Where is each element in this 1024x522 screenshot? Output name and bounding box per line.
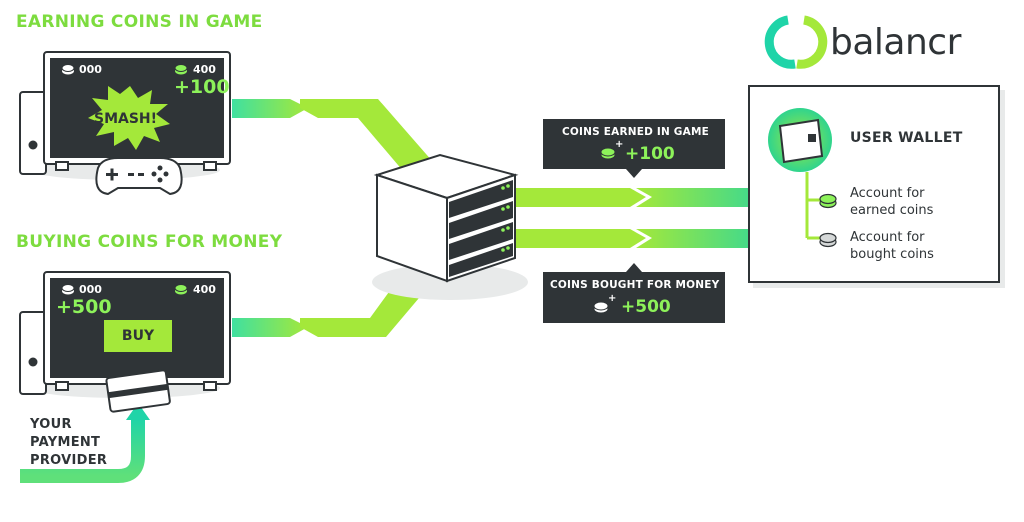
provider-line-1: YOUR	[30, 417, 72, 432]
smash-burst	[88, 86, 170, 150]
account-earned-label: Account for earned coins	[850, 185, 933, 219]
balancr-logo-icon	[764, 15, 828, 69]
earning-console	[19, 51, 231, 196]
account-bought-line-2: bought coins	[850, 247, 934, 262]
earning-section-title: EARNING COINS IN GAME	[16, 12, 263, 32]
gamepad-icon	[95, 157, 183, 196]
earning-right-count: 400	[193, 63, 216, 76]
credit-card-icon	[105, 369, 171, 413]
buy-button[interactable]: BUY	[121, 328, 155, 344]
coins-earned-label: COINS EARNED IN GAME	[562, 126, 709, 138]
earned-coin-icon	[819, 193, 837, 209]
flow-earned-to-server	[232, 99, 440, 185]
buy-button-shape	[104, 320, 172, 352]
coins-earned-box: +	[543, 119, 725, 178]
svg-text:+: +	[608, 293, 616, 304]
bought-coin-icon	[819, 232, 837, 248]
earning-bonus: +100	[174, 76, 230, 98]
account-bought-label: Account for bought coins	[850, 229, 934, 263]
coins-earned-value: +100	[625, 144, 675, 164]
svg-text:+: +	[615, 139, 623, 150]
account-earned-line-1: Account for	[850, 186, 925, 201]
wallet-icon	[778, 118, 824, 164]
earning-left-count: 000	[79, 63, 102, 76]
smash-label: SMASH!	[94, 111, 158, 127]
user-wallet-panel	[748, 85, 1005, 288]
coins-bought-label: COINS BOUGHT FOR MONEY	[550, 279, 720, 291]
buying-console	[19, 271, 231, 413]
buying-right-count: 400	[193, 283, 216, 296]
coins-bought-value: +500	[621, 297, 671, 317]
buying-section-title: BUYING COINS FOR MONEY	[16, 232, 283, 252]
buying-bonus: +500	[56, 296, 112, 318]
provider-line-3: PROVIDER	[30, 453, 108, 468]
coins-bought-box: +	[543, 263, 725, 323]
flow-provider-to-card	[20, 403, 150, 483]
wallet-title: USER WALLET	[850, 130, 963, 146]
account-bought-line-1: Account for	[850, 230, 925, 245]
payment-provider-label: YOUR PAYMENT PROVIDER	[30, 416, 107, 470]
server-rack-icon	[372, 153, 528, 300]
brand-name: balancr	[830, 22, 961, 63]
account-earned-line-2: earned coins	[850, 203, 934, 218]
provider-line-2: PAYMENT	[30, 435, 101, 450]
buying-left-count: 000	[79, 283, 102, 296]
